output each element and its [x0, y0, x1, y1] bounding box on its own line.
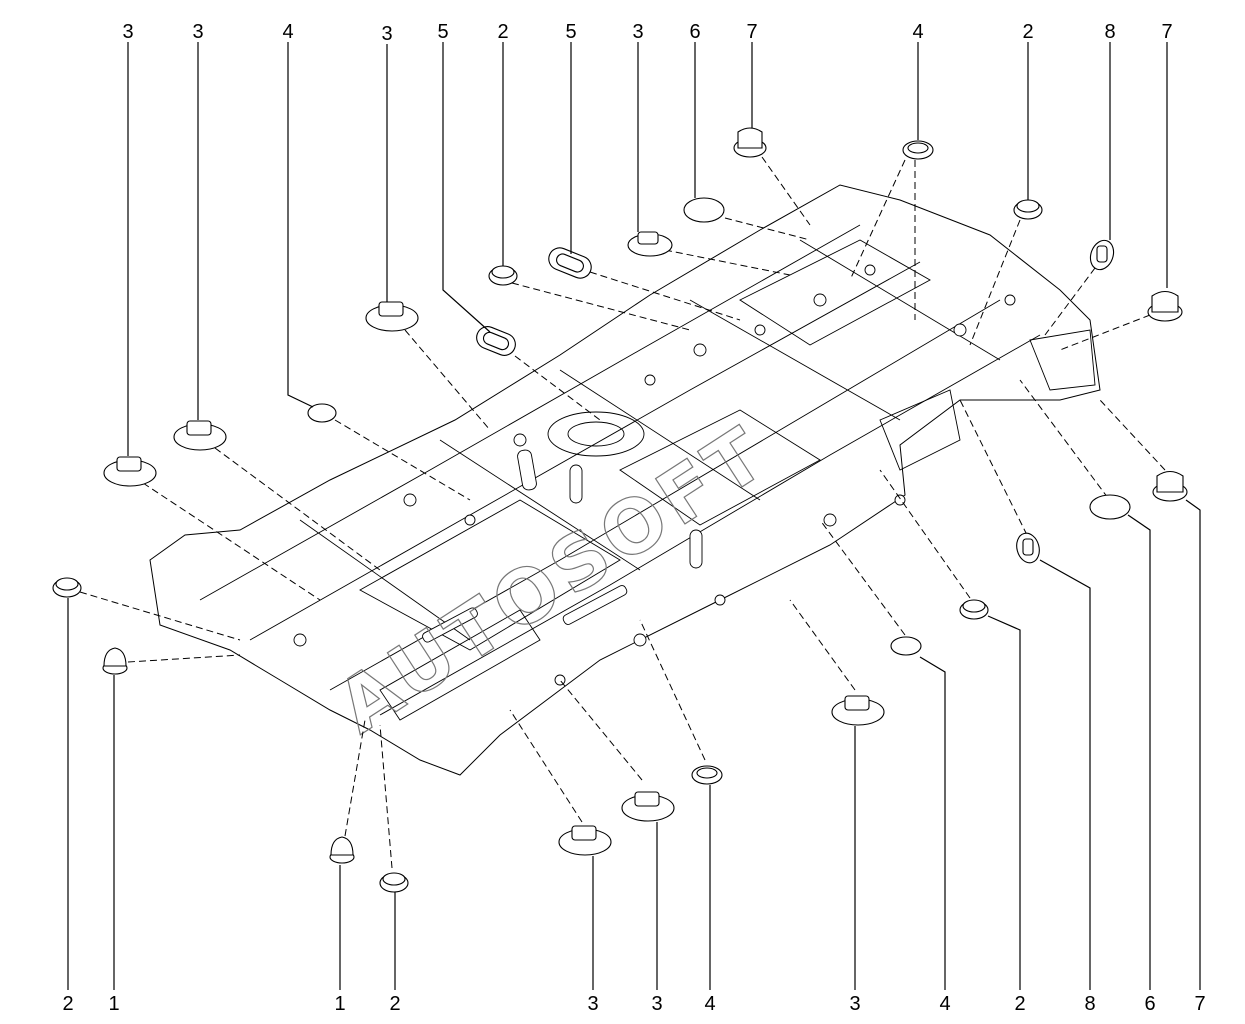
oval-plug — [1089, 494, 1131, 520]
callout-number: 6 — [1144, 993, 1155, 1015]
vehicle-floor-panel — [149, 184, 1101, 776]
round-plug — [691, 765, 723, 785]
rect-cap-plug — [558, 825, 612, 856]
clip-grommet — [1016, 532, 1040, 564]
oblong-plug — [476, 326, 516, 356]
oblong-plug — [548, 247, 592, 279]
callout-number: 2 — [497, 21, 508, 43]
callout-number: 3 — [192, 21, 203, 43]
callout-number: 3 — [651, 993, 662, 1015]
rect-cap-plug — [627, 231, 673, 257]
round-plug — [890, 636, 922, 656]
round-plug — [902, 140, 934, 160]
callouts-bottom: 2 1 1 2 3 3 4 3 4 2 8 6 7 — [62, 993, 1205, 1015]
rect-cap-plug — [173, 420, 227, 451]
callout-number: 7 — [1161, 21, 1172, 43]
round-plug — [1013, 199, 1043, 220]
tall-cap-plug — [1147, 290, 1183, 322]
callout-number: 2 — [62, 993, 73, 1015]
callout-number: 5 — [565, 21, 576, 43]
tall-cap-plug — [733, 127, 767, 158]
callout-number: 5 — [437, 21, 448, 43]
plugs — [52, 127, 1188, 893]
round-plug — [959, 599, 989, 620]
dashed-leaders — [79, 156, 1166, 869]
callouts-top: 3 3 4 3 5 2 5 3 6 7 4 2 8 7 — [122, 21, 1172, 45]
callout-number: 4 — [704, 993, 715, 1015]
rect-cap-plug — [365, 301, 419, 332]
callout-leaders — [67, 42, 1201, 990]
callout-number: 3 — [587, 993, 598, 1015]
callout-number: 4 — [912, 21, 923, 43]
callout-number: 4 — [939, 993, 950, 1015]
rect-cap-plug — [621, 791, 675, 822]
rect-cap-plug — [831, 695, 885, 726]
callout-number: 3 — [632, 21, 643, 43]
round-plug — [52, 577, 82, 598]
clip-grommet — [1089, 239, 1115, 271]
callout-number: 7 — [746, 21, 757, 43]
callout-number: 3 — [849, 993, 860, 1015]
callout-number: 3 — [381, 23, 392, 45]
round-plug — [379, 872, 409, 893]
callout-number: 2 — [389, 993, 400, 1015]
dome-rivet — [102, 647, 128, 675]
round-plug — [307, 403, 337, 423]
callout-number: 8 — [1104, 21, 1115, 43]
callout-number: 3 — [122, 21, 133, 43]
callout-number: 2 — [1014, 993, 1025, 1015]
round-plug — [488, 265, 518, 286]
callout-number: 6 — [689, 21, 700, 43]
rect-cap-plug — [103, 456, 157, 487]
tall-cap-plug — [1152, 470, 1188, 502]
dome-rivet — [329, 836, 355, 864]
callout-number: 1 — [334, 993, 345, 1015]
callout-number: 4 — [282, 21, 293, 43]
oval-plug — [683, 197, 725, 223]
callout-number: 1 — [108, 993, 119, 1015]
callout-number: 8 — [1084, 993, 1095, 1015]
callout-number: 7 — [1194, 993, 1205, 1015]
callout-number: 2 — [1022, 21, 1033, 43]
